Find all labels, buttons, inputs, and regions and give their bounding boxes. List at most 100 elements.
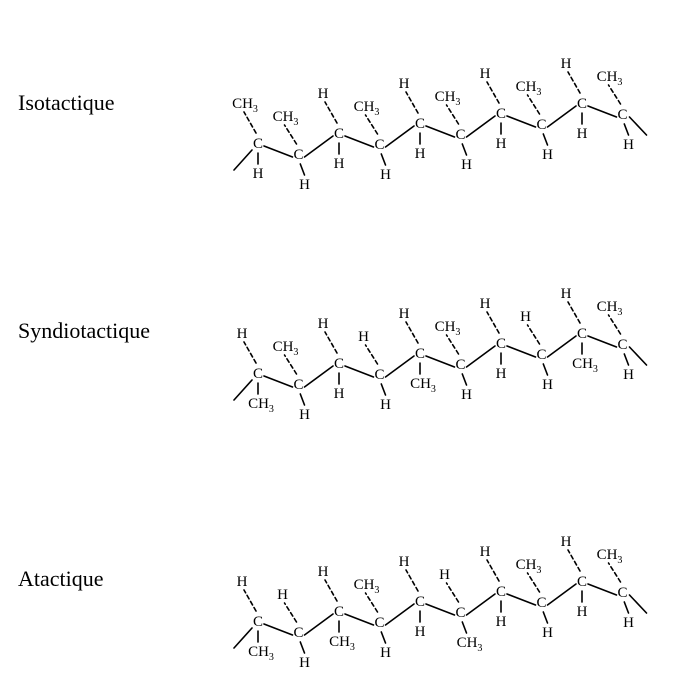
- chain-bond: [344, 613, 375, 626]
- hydrogen-atom: H: [520, 309, 531, 325]
- chain-bond: [587, 105, 618, 118]
- dashed-bond: [324, 331, 338, 354]
- hydrogen-atom: H: [461, 387, 472, 403]
- solid-bond: [542, 363, 549, 376]
- carbon-atom: C: [253, 136, 263, 152]
- carbon-atom: C: [536, 595, 546, 611]
- solid-bond: [299, 163, 306, 176]
- chain-bond: [546, 105, 577, 128]
- dashed-bond: [486, 559, 500, 582]
- dashed-bond: [526, 324, 541, 345]
- chain-bond: [506, 345, 537, 358]
- methyl-group: CH3: [516, 79, 542, 98]
- methyl-group: CH3: [516, 557, 542, 576]
- chain-bond: [506, 115, 537, 128]
- solid-bond: [461, 373, 468, 386]
- chain-bond: [546, 583, 577, 606]
- carbon-atom: C: [455, 357, 465, 373]
- row-label-isotactique: Isotactique: [18, 90, 115, 115]
- dashed-bond: [567, 71, 581, 94]
- carbon-atom: C: [617, 585, 627, 601]
- chain-bond: [384, 355, 415, 378]
- chain-bond: [506, 593, 537, 606]
- hydrogen-atom: H: [480, 544, 491, 560]
- hydrogen-atom: H: [496, 366, 507, 382]
- methyl-group: CH3: [248, 644, 274, 663]
- carbon-atom: C: [374, 367, 384, 383]
- carbon-atom: C: [577, 96, 587, 112]
- dashed-bond: [243, 589, 257, 612]
- dashed-bond: [607, 314, 622, 335]
- chain-bond: [263, 375, 294, 388]
- hydrogen-atom: H: [561, 286, 572, 302]
- carbon-atom: C: [536, 117, 546, 133]
- carbon-atom: C: [415, 116, 425, 132]
- chain-bond: [263, 145, 294, 158]
- chain-bond: [303, 365, 334, 388]
- solid-bond: [542, 133, 549, 146]
- carbon-atom: C: [334, 356, 344, 372]
- chain-bond: [384, 603, 415, 626]
- dashed-bond: [283, 124, 298, 145]
- hydrogen-atom: H: [299, 655, 310, 671]
- hydrogen-atom: H: [480, 66, 491, 82]
- hydrogen-atom: H: [299, 407, 310, 423]
- dashed-bond: [243, 111, 257, 134]
- dashed-bond: [324, 101, 338, 124]
- carbon-atom: C: [617, 107, 627, 123]
- carbon-atom: C: [577, 574, 587, 590]
- chain-bond: [628, 116, 648, 136]
- dashed-bond: [445, 104, 460, 125]
- carbon-atom: C: [415, 346, 425, 362]
- chain-bond: [628, 346, 648, 366]
- carbon-atom: C: [496, 336, 506, 352]
- dashed-bond: [607, 84, 622, 105]
- chain-bond: [303, 135, 334, 158]
- dashed-bond: [405, 91, 419, 114]
- carbon-atom: C: [334, 126, 344, 142]
- methyl-group: CH3: [329, 634, 355, 653]
- dashed-bond: [607, 562, 622, 583]
- methyl-group: CH3: [597, 299, 623, 318]
- hydrogen-atom: H: [542, 377, 553, 393]
- methyl-group: CH3: [273, 339, 299, 358]
- carbon-atom: C: [455, 605, 465, 621]
- dashed-bond: [283, 354, 298, 375]
- methyl-group: CH3: [597, 547, 623, 566]
- methyl-group: CH3: [597, 69, 623, 88]
- dashed-bond: [364, 592, 379, 613]
- hydrogen-atom: H: [399, 76, 410, 92]
- row-label-syndiotactique: Syndiotactique: [18, 318, 150, 343]
- carbon-atom: C: [536, 347, 546, 363]
- methyl-group: CH3: [248, 396, 274, 415]
- dashed-bond: [486, 81, 500, 104]
- hydrogen-atom: H: [496, 136, 507, 152]
- solid-bond: [380, 153, 387, 166]
- hydrogen-atom: H: [277, 587, 288, 603]
- solid-bond: [380, 631, 387, 644]
- hydrogen-atom: H: [542, 147, 553, 163]
- hydrogen-atom: H: [561, 56, 572, 72]
- chain-bond: [384, 125, 415, 148]
- chain-bond: [587, 335, 618, 348]
- hydrogen-atom: H: [577, 604, 588, 620]
- chain-bond: [425, 603, 456, 616]
- solid-bond: [542, 611, 549, 624]
- hydrogen-atom: H: [380, 397, 391, 413]
- dashed-bond: [567, 301, 581, 324]
- hydrogen-atom: H: [480, 296, 491, 312]
- hydrogen-atom: H: [380, 645, 391, 661]
- solid-bond: [299, 393, 306, 406]
- hydrogen-atom: H: [318, 564, 329, 580]
- carbon-atom: C: [374, 615, 384, 631]
- carbon-atom: C: [455, 127, 465, 143]
- chain-bond: [465, 345, 496, 368]
- chain-bond: [263, 623, 294, 636]
- chain-bond: [587, 583, 618, 596]
- dashed-bond: [283, 602, 298, 623]
- methyl-group: CH3: [572, 356, 598, 375]
- hydrogen-atom: H: [439, 567, 450, 583]
- methyl-group: CH3: [354, 577, 380, 596]
- solid-bond: [380, 383, 387, 396]
- hydrogen-atom: H: [334, 386, 345, 402]
